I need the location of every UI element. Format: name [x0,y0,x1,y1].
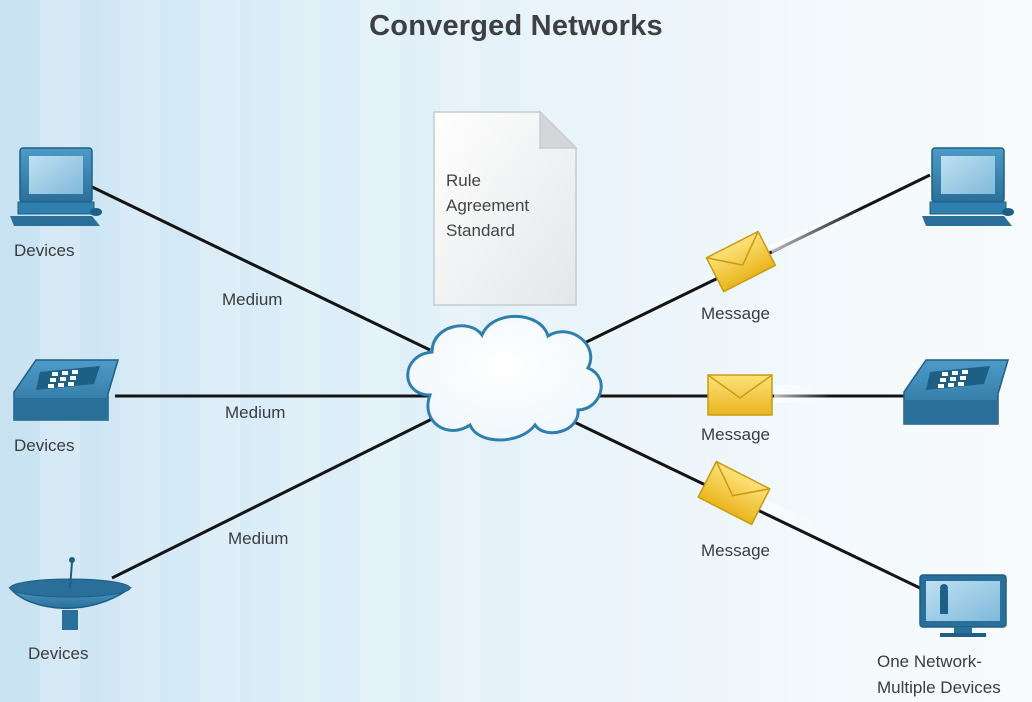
caption-one-network: One Network- [877,652,982,671]
envelope-icon-top [705,205,862,293]
envelope-icon-middle [707,374,830,416]
computer-icon-right [922,147,1014,226]
document-icon [433,110,578,306]
tv-monitor-icon-right [919,574,1007,637]
message-label-top: Message [701,304,770,323]
document-line-standard: Standard [446,221,515,240]
devices-label-phone: Devices [14,436,75,455]
satellite-dish-icon-left [8,557,133,630]
phone-icon-right [903,359,1010,425]
envelope-icon-bottom [697,460,830,540]
devices-label-computer: Devices [14,241,75,260]
document-line-rule: Rule [446,171,481,190]
medium-label-bottom: Medium [228,529,289,548]
document-line-agreement: Agreement [446,196,530,215]
message-label-bottom: Message [701,541,770,560]
diagram-title: Converged Networks [369,10,663,42]
link-left-top [87,183,431,352]
cloud-icon [406,314,603,442]
phone-icon-left [13,359,120,421]
caption-multiple-devices: Multiple Devices [877,678,1001,697]
message-label-middle: Message [701,425,770,444]
medium-label-top: Medium [222,290,283,309]
link-left-bottom [111,413,441,580]
medium-label-middle: Medium [225,403,286,422]
computer-icon-left [10,147,102,226]
document-text: Rule Agreement Standard [446,168,529,243]
devices-label-dish: Devices [28,644,89,663]
